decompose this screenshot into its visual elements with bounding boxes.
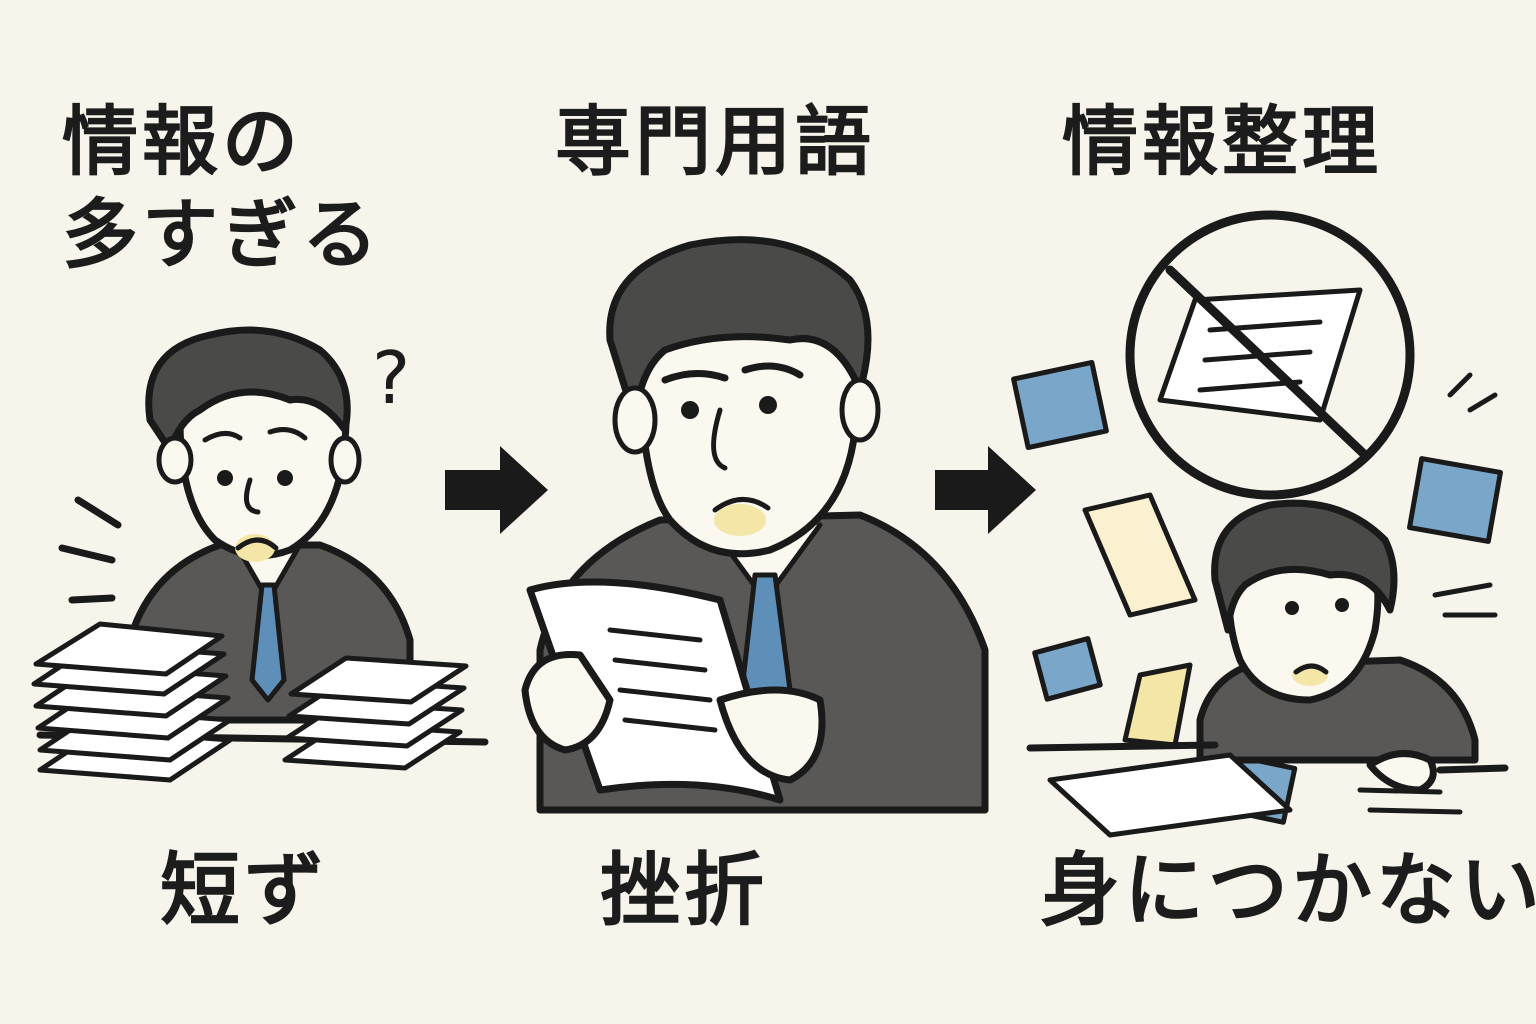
- arrow-right-icon: [935, 446, 1036, 534]
- hand: [1366, 750, 1437, 794]
- memo-paper: [1122, 662, 1193, 748]
- document: [526, 578, 784, 804]
- hair: [1211, 499, 1398, 634]
- nose: [711, 407, 728, 471]
- hand-right: [716, 686, 826, 784]
- stress-line: [74, 496, 122, 529]
- document-line: [607, 627, 703, 643]
- stress-line: [1447, 372, 1473, 398]
- stress-line: [58, 544, 116, 564]
- ear-right: [328, 435, 362, 485]
- panel-1-title: 情報の 多すぎる: [62, 97, 382, 279]
- desk-edge: [1436, 764, 1509, 774]
- document-line: [612, 657, 708, 673]
- hair: [606, 236, 872, 424]
- panel-2-illustration: [521, 236, 989, 814]
- document-line: [622, 717, 718, 733]
- ear-left: [156, 435, 194, 485]
- blush: [714, 504, 766, 536]
- mouth: [712, 497, 771, 513]
- eye-left: [681, 401, 699, 419]
- desk-line: [1357, 787, 1443, 795]
- panel-3-illustration: [1011, 210, 1509, 838]
- document-line: [617, 687, 713, 703]
- prohibition-slash: [1165, 265, 1370, 460]
- paper-stack-right: [282, 655, 469, 771]
- stress-line: [1467, 392, 1498, 413]
- panel-2-title: 専門用語: [555, 97, 875, 186]
- panel-1-caption: 短ず: [160, 844, 328, 937]
- eye-right: [1335, 598, 1349, 612]
- desk-paper: [1047, 752, 1293, 838]
- paper-stack-left: [31, 621, 233, 783]
- panel-3-title: 情報整理: [1062, 97, 1382, 186]
- tie: [249, 582, 287, 703]
- panel-2-caption: 挫折: [600, 844, 768, 937]
- eyebrow-left: [202, 431, 243, 443]
- prohibition-icon: [1125, 210, 1415, 500]
- mouth: [1293, 663, 1329, 675]
- desk-line: [1367, 807, 1463, 815]
- desk-edge: [1026, 741, 1219, 752]
- panel-1-illustration: [31, 326, 489, 783]
- hand-left: [521, 650, 614, 754]
- stress-line: [68, 594, 116, 604]
- nose: [243, 477, 261, 515]
- eyebrow-right: [741, 362, 804, 379]
- eye-left: [1285, 601, 1299, 615]
- eyebrow-right: [267, 427, 308, 441]
- sticky-note: [1407, 456, 1503, 544]
- memo-paper: [1082, 492, 1198, 618]
- eye-right: [759, 396, 777, 414]
- eye-left: [217, 470, 233, 486]
- stress-line: [1432, 582, 1493, 598]
- eyebrow-left: [661, 370, 729, 384]
- question-mark: ?: [372, 336, 411, 420]
- eye-right: [277, 470, 293, 486]
- panel-3-caption: 身につかない: [1040, 844, 1536, 937]
- arrow-right-icon: [445, 446, 548, 534]
- ear-left: [612, 385, 658, 455]
- hair: [145, 326, 351, 454]
- sticky-note: [1011, 359, 1109, 451]
- sticky-note: [1032, 636, 1103, 702]
- mouth: [235, 537, 279, 551]
- ear-right: [839, 377, 881, 443]
